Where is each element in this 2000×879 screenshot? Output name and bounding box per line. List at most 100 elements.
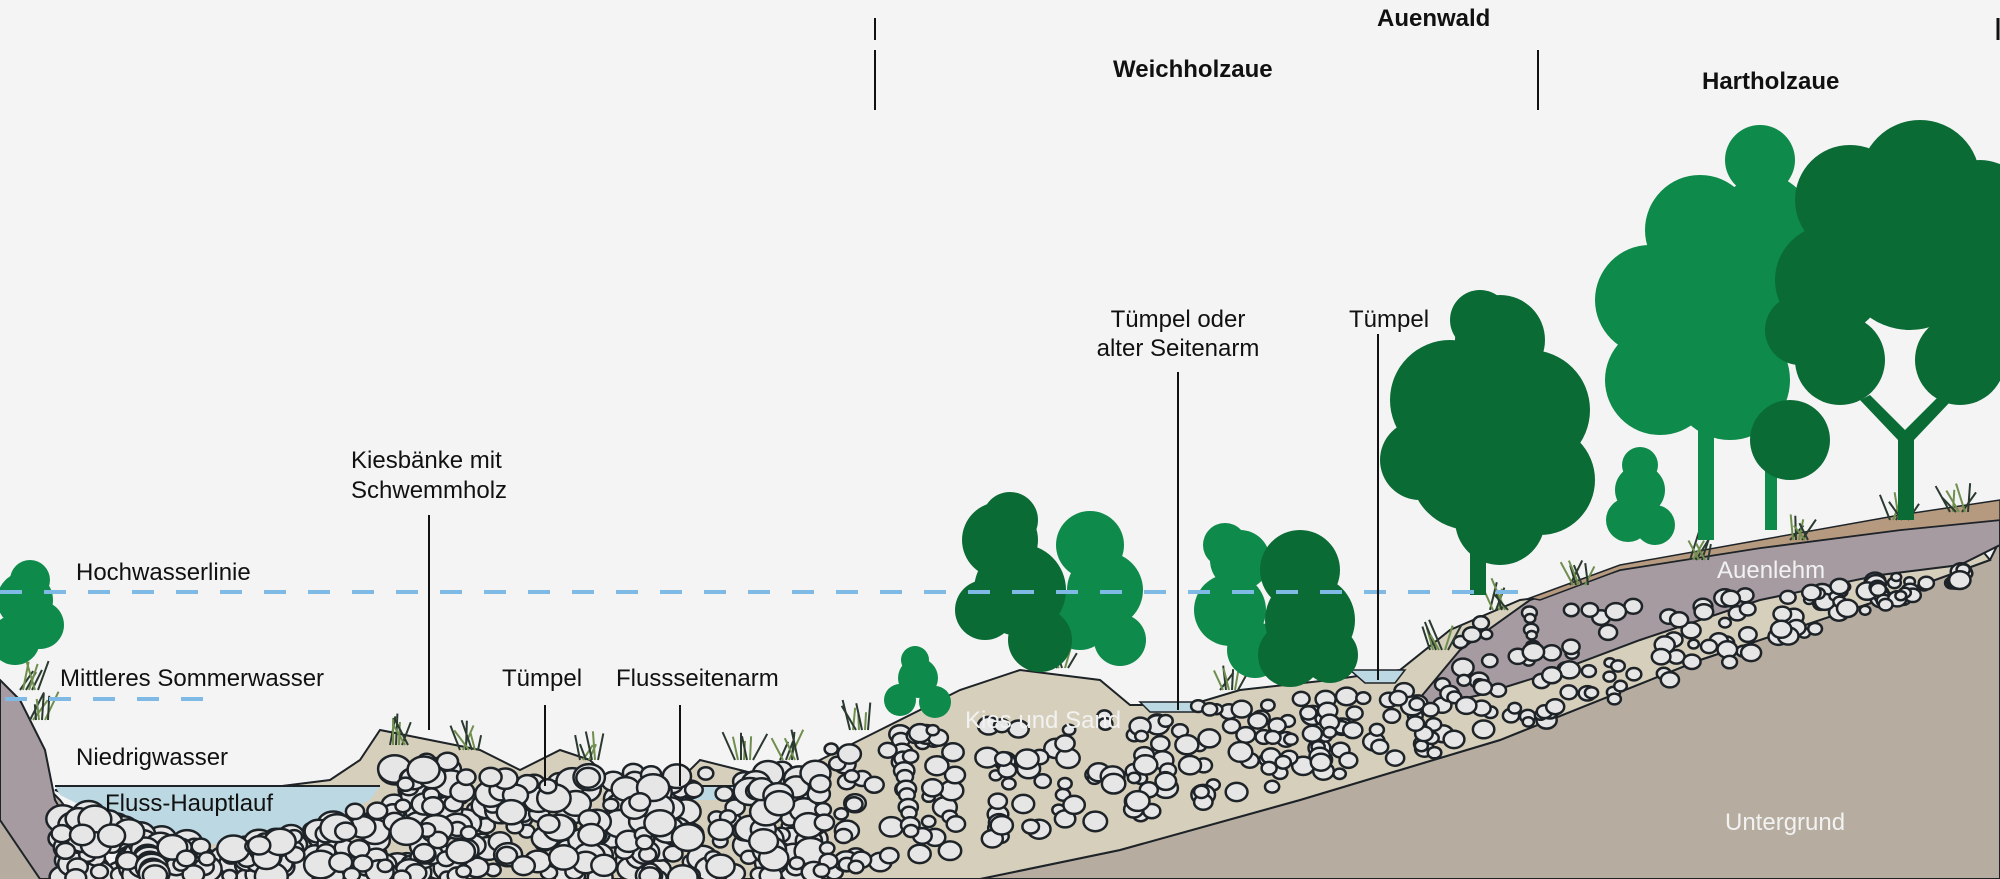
grass-blade [1231,669,1235,691]
cobble-stone [878,815,905,838]
cobble-stone [455,864,473,879]
cobble-stone [1580,601,1600,618]
cobble-stone [1471,719,1496,740]
grass-blade [867,702,872,731]
cobble-stone [670,823,706,853]
cobble-stone [68,823,96,847]
gravel-stones [45,562,1974,879]
cobble-stone [1472,678,1494,697]
cobble-stone [1033,773,1053,790]
cobble-stone [1947,569,1972,591]
grass-blade [1572,564,1583,586]
cobble-stone [902,823,920,839]
grass-blade [460,719,473,751]
cobble-stone [1154,771,1178,792]
grass-blade [1444,625,1454,651]
cobble-stone [577,822,606,847]
grass-blade [852,707,857,731]
cobble-stone [638,866,662,879]
cobble-stone [333,821,358,842]
cobble-stone [1540,665,1563,685]
cobble-stone [1772,605,1793,623]
zone-label-auenwald: Auenwald [1377,5,1491,32]
cobble-stone [863,775,885,794]
cobble-stone [459,825,478,841]
cobble-stone [1717,616,1733,629]
cobble-stone [628,792,652,812]
cobble-stone [1835,598,1859,619]
cobble-stone [1806,621,1824,636]
cobble-stone [707,818,735,842]
cobble-stone [1668,611,1690,629]
cobble-stone [823,742,840,756]
cobble-stone [1625,666,1643,682]
cobble-stone [1201,701,1219,717]
grass-blade [579,743,587,761]
grass-blade [1490,577,1506,611]
cobble-stone [1606,692,1623,706]
cobble-stone [141,864,169,879]
cobble-stone [833,806,850,821]
cobble-stone [366,801,389,821]
grass-blade [469,732,476,751]
cobble-stone [1858,604,1872,616]
cobble-stone [445,838,477,865]
grass-blade [477,734,483,751]
grass-blade [597,733,605,761]
cobble-stone [412,842,436,863]
cobble-stone [1227,740,1254,764]
grass-blade [33,704,37,721]
cobble-stone [495,798,528,826]
grass-blade [41,693,45,721]
cobble-stone [1559,684,1579,701]
grass-blade [1222,668,1230,691]
grass-blade [752,733,769,761]
cobble-stone [1461,625,1483,644]
cobble-stone [1011,793,1036,815]
cobble-stone [1082,810,1109,833]
cobble-stone [495,845,519,865]
cobble-stone [1699,638,1719,655]
grass-blade [1967,483,1972,513]
grass-blade [582,744,594,761]
cobble-stone [1341,720,1364,740]
cobble-stone [328,851,354,874]
cobble-stone [1062,794,1087,816]
cobble-stone [510,855,537,877]
cobble-stone [376,858,394,874]
cobble-stone [843,769,861,784]
cobble-stone [987,792,1009,811]
cobble-stone [396,776,415,793]
cobble-stone [1778,589,1797,605]
cobble-stone [64,867,88,879]
cobble-stone [1014,748,1040,770]
cobble-stone [1544,697,1566,716]
grass-blade [1067,652,1078,669]
grass-blade [791,731,796,761]
cobble-stone [1230,699,1253,719]
cobble-stone [1370,738,1390,755]
label-fluss-hauptlauf: Fluss-Hauptlauf [105,790,274,817]
zone-label-weichholzaue: Weichholzaue [1113,56,1273,83]
cobble-stone [1681,653,1702,671]
cobble-stone [1680,621,1702,640]
cobble-stone [920,814,937,829]
grass-blade [788,729,805,761]
label-hochwasserlinie: Hochwasserlinie [76,559,251,586]
grass-blade [35,698,40,721]
grass-blade [855,703,863,731]
cobble-stone [1800,583,1822,602]
grass-blade [1692,540,1705,561]
grass-blade [19,670,34,691]
cobble-stone [1334,686,1359,707]
label-flussseitenarm: Flussseitenarm [616,665,779,692]
cobble-stone [1309,752,1333,772]
topsoil-layer [1527,499,2000,601]
grass-blade [1429,634,1440,651]
cobble-stone [175,849,197,868]
grass-blade [790,729,799,761]
label-tuempel-oder-line2: alter Seitenarm [1096,335,1260,362]
grass-blade [1798,522,1809,541]
cobble-stone [538,777,558,795]
cobble-stone [1693,602,1715,621]
